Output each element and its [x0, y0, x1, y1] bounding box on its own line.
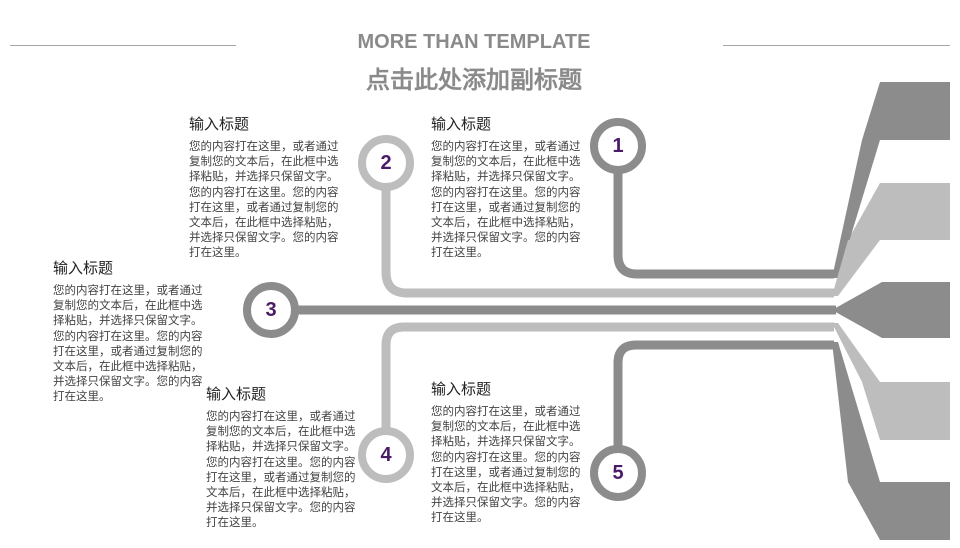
block-title-5: 输入标题: [431, 380, 492, 398]
text-block-3: 输入标题 您的内容打在这里，或者通过复制您的文本后，在此框中选择粘贴，并选择只保…: [53, 257, 208, 405]
header-rule-left: [10, 45, 236, 46]
block-title-4: 输入标题: [206, 385, 267, 403]
connector-4: [832, 323, 880, 382]
block-body-2: 您的内容打在这里，或者通过复制您的文本后，在此框中选择粘贴，并选择只保留文字。您…: [189, 139, 339, 260]
page-title: MORE THAN TEMPLATE: [357, 31, 591, 53]
node-number-1: 1: [612, 135, 624, 157]
fan-panel-2: [848, 183, 950, 240]
node-ring-5: [590, 445, 646, 501]
node-ring-2: [358, 135, 414, 191]
page-subtitle: 点击此处添加副标题: [366, 66, 582, 94]
path-2: [381, 186, 834, 298]
path-1: [613, 169, 834, 279]
fan-panel-4: [862, 382, 950, 440]
block-body-1: 您的内容打在这里，或者通过复制您的文本后，在此框中选择粘贴，并选择只保留文字。您…: [431, 139, 581, 260]
node-ring-1: [590, 118, 646, 174]
fan-panel-1: [862, 82, 950, 140]
node-number-3: 3: [265, 299, 277, 321]
fan-panel-3: [832, 282, 950, 338]
text-block-2: 输入标题 您的内容打在这里，或者通过复制您的文本后，在此框中选择粘贴，并选择只保…: [189, 113, 344, 261]
fan-panel-5: [848, 482, 950, 540]
block-title-2: 输入标题: [189, 115, 250, 133]
path-4: [381, 322, 834, 432]
node-ring-3: [243, 282, 299, 338]
text-block-4: 输入标题 您的内容打在这里，或者通过复制您的文本后，在此框中选择粘贴，并选择只保…: [206, 383, 361, 531]
node-number-5: 5: [612, 462, 624, 484]
node-number-2: 2: [380, 152, 392, 174]
block-body-4: 您的内容打在这里，或者通过复制您的文本后，在此框中选择粘贴，并选择只保留文字。您…: [206, 409, 356, 530]
connector-1: [832, 140, 880, 278]
block-title-3: 输入标题: [53, 259, 114, 277]
block-body-5: 您的内容打在这里，或者通过复制您的文本后，在此框中选择粘贴，并选择只保留文字。您…: [431, 404, 581, 525]
header-rule-right: [723, 45, 950, 46]
node-ring-4: [358, 427, 414, 483]
path-5: [613, 340, 834, 450]
text-block-1: 输入标题 您的内容打在这里，或者通过复制您的文本后，在此框中选择粘贴，并选择只保…: [431, 113, 586, 261]
block-title-1: 输入标题: [431, 115, 492, 133]
block-body-3: 您的内容打在这里，或者通过复制您的文本后，在此框中选择粘贴，并选择只保留文字。您…: [53, 283, 203, 404]
text-block-5: 输入标题 您的内容打在这里，或者通过复制您的文本后，在此框中选择粘贴，并选择只保…: [431, 378, 586, 526]
connector-2: [832, 240, 880, 296]
node-number-4: 4: [380, 444, 392, 466]
connector-5: [832, 342, 880, 482]
